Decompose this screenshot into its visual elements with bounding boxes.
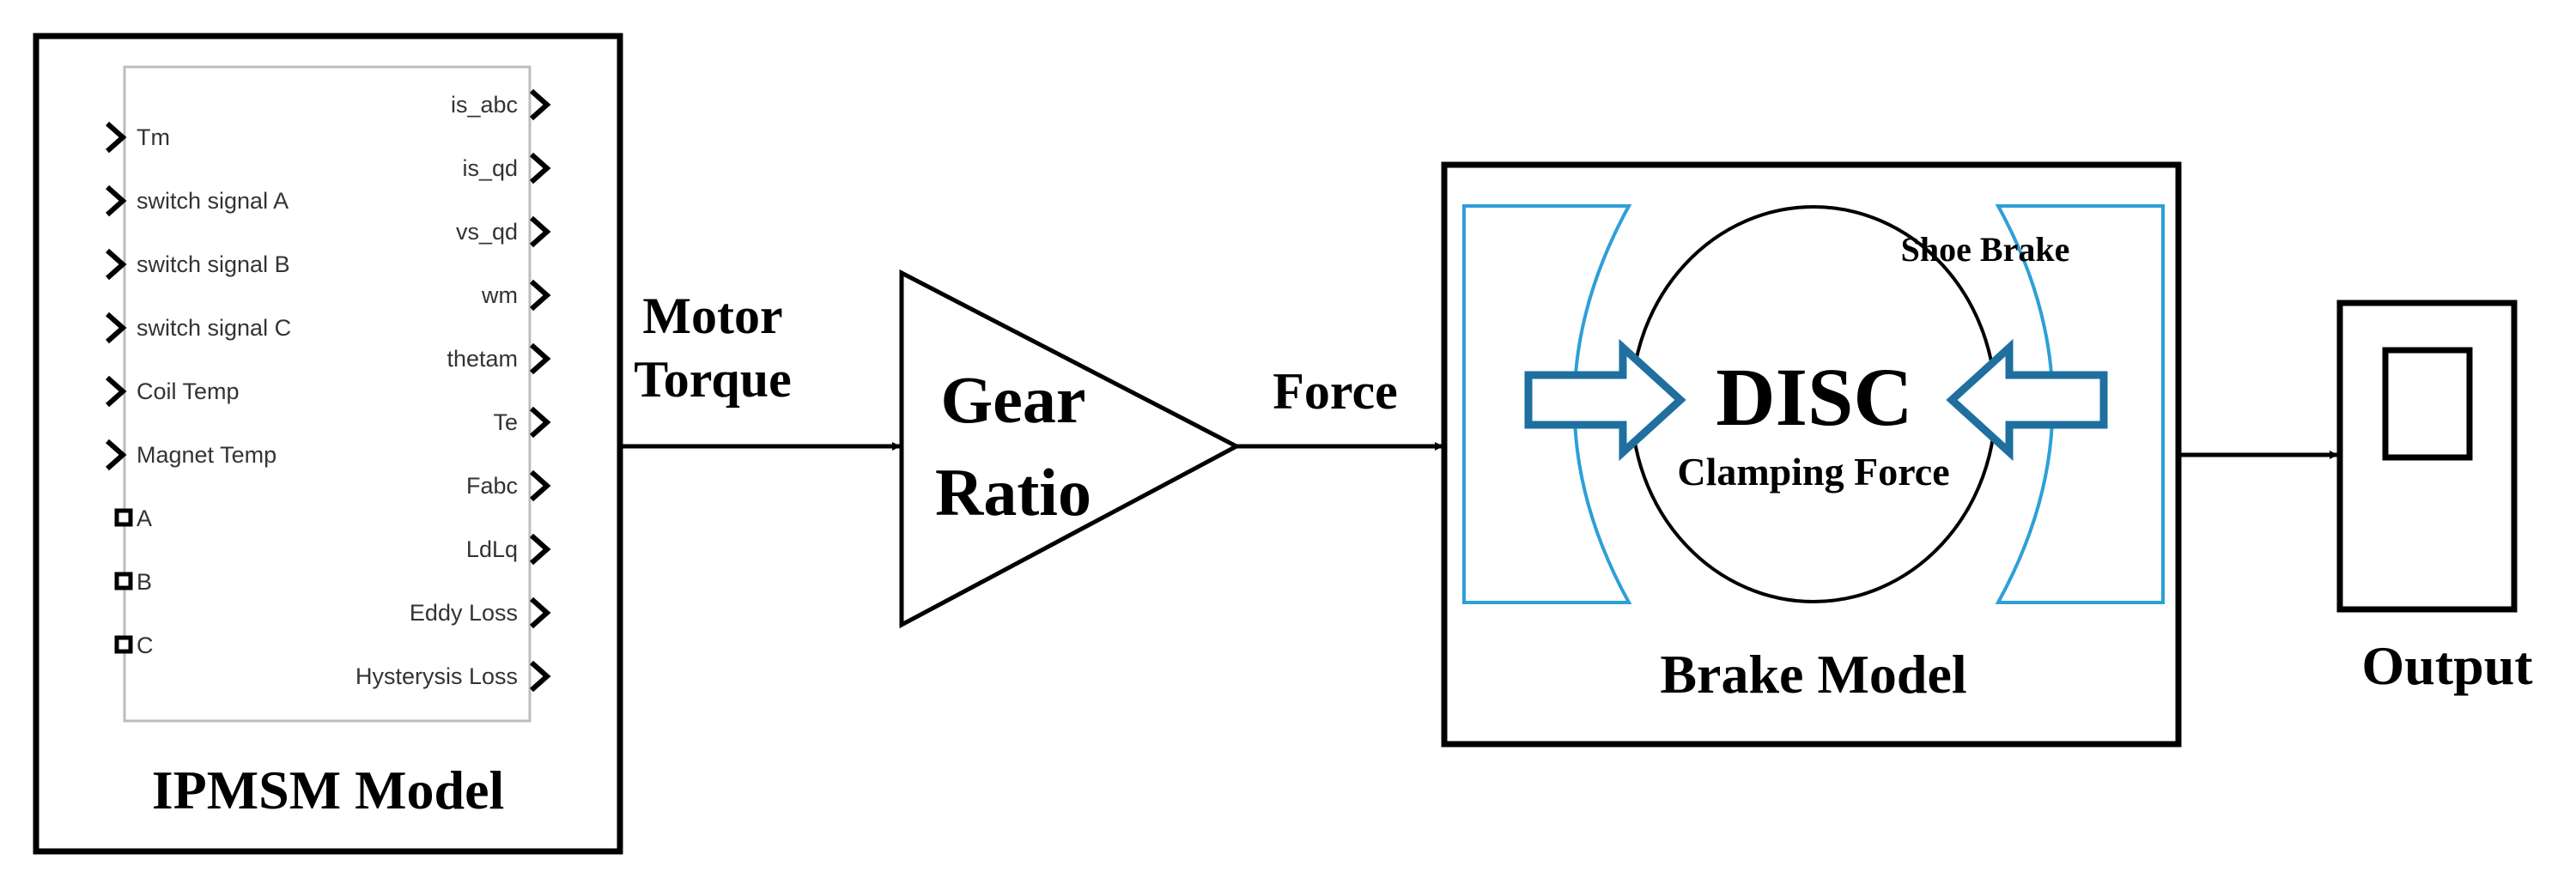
input-port-switch-signal-a-icon[interactable] bbox=[106, 185, 127, 217]
brake-model-block[interactable]: Shoe Brake DISC Clamping Force Brake Mod… bbox=[1441, 161, 2182, 748]
left-clamp-arrow bbox=[1524, 338, 1686, 462]
ipmsm-model-block[interactable]: Tm switch signal A switch signal B switch s… bbox=[33, 33, 623, 855]
gear-ratio-label-line1: Gear bbox=[941, 362, 1086, 437]
conn-port-a-icon[interactable] bbox=[114, 508, 133, 527]
left-shoe-brake bbox=[1462, 204, 1632, 604]
input-port-tm-icon[interactable] bbox=[106, 121, 127, 154]
output-label-fabc: Fabc bbox=[466, 473, 518, 499]
output-port-wm-icon[interactable] bbox=[530, 279, 551, 312]
input-label-tm: Tm bbox=[137, 124, 170, 150]
motor-torque-label-line2: Torque bbox=[634, 351, 791, 408]
output-label-vs-qd: vs_qd bbox=[456, 219, 518, 245]
output-label-is-qd: is_qd bbox=[462, 155, 518, 181]
output-port-is-abc-icon[interactable] bbox=[530, 88, 551, 121]
input-label-switch-signal-c: switch signal C bbox=[137, 315, 291, 341]
gear-ratio-triangle bbox=[899, 269, 1242, 629]
right-shoe-brake bbox=[1995, 204, 2165, 604]
output-port-vs-qd-icon[interactable] bbox=[530, 215, 551, 248]
output-port-is-qd-icon[interactable] bbox=[530, 152, 551, 185]
ipmsm-subsystem-box bbox=[123, 65, 532, 723]
scope-screen bbox=[2382, 347, 2473, 461]
ipmsm-input-ports: Tm switch signal A switch signal B switch s… bbox=[106, 121, 291, 658]
output-port-te-icon[interactable] bbox=[530, 406, 551, 439]
output-label-is-abc: is_abc bbox=[451, 92, 518, 118]
input-label-switch-signal-b: switch signal B bbox=[137, 251, 290, 277]
input-label-c: C bbox=[137, 633, 154, 658]
brake-outer-frame bbox=[1441, 161, 2182, 748]
output-port-hysterysis-loss-icon[interactable] bbox=[530, 660, 551, 693]
input-port-coil-temp-icon[interactable] bbox=[106, 375, 127, 408]
input-port-magnet-temp-icon[interactable] bbox=[106, 439, 127, 471]
conn-port-b-icon[interactable] bbox=[114, 572, 133, 590]
output-port-fabc-icon[interactable] bbox=[530, 469, 551, 502]
input-label-switch-signal-a: switch signal A bbox=[137, 188, 289, 214]
right-clamp-arrow bbox=[1946, 338, 2108, 462]
conn-port-c-icon[interactable] bbox=[114, 635, 133, 654]
output-label-ldlq: LdLq bbox=[466, 536, 518, 562]
gear-ratio-block[interactable]: Gear Ratio bbox=[899, 269, 1242, 629]
input-label-a: A bbox=[137, 506, 152, 531]
gear-ratio-label-line2: Ratio bbox=[935, 455, 1091, 530]
output-port-eddy-loss-icon[interactable] bbox=[530, 596, 551, 629]
ipmsm-model-title: IPMSM Model bbox=[152, 760, 505, 820]
input-port-switch-signal-b-icon[interactable] bbox=[106, 248, 127, 281]
force-label: Force bbox=[1273, 363, 1397, 420]
input-label-coil-temp: Coil Temp bbox=[137, 378, 240, 404]
output-label: Output bbox=[2361, 635, 2533, 696]
output-port-thetam-icon[interactable] bbox=[530, 342, 551, 375]
input-label-magnet-temp: Magnet Temp bbox=[137, 442, 276, 468]
brake-model-title: Brake Model bbox=[1660, 644, 1966, 705]
output-label-hysterysis-loss: Hysterysis Loss bbox=[355, 663, 518, 689]
output-port-ldlq-icon[interactable] bbox=[530, 533, 551, 566]
motor-torque-label-line1: Motor bbox=[642, 288, 782, 344]
shoe-brake-label: Shoe Brake bbox=[1901, 230, 2070, 269]
output-label-wm: wm bbox=[481, 282, 518, 308]
input-label-b: B bbox=[137, 569, 152, 595]
input-port-switch-signal-c-icon[interactable] bbox=[106, 312, 127, 344]
disc-label: DISC bbox=[1716, 351, 1912, 443]
clamping-force-label: Clamping Force bbox=[1677, 450, 1949, 493]
output-label-eddy-loss: Eddy Loss bbox=[410, 600, 518, 626]
output-label-thetam: thetam bbox=[447, 346, 518, 372]
output-label-te: Te bbox=[493, 409, 518, 435]
output-scope-block[interactable]: Output bbox=[2336, 300, 2533, 696]
